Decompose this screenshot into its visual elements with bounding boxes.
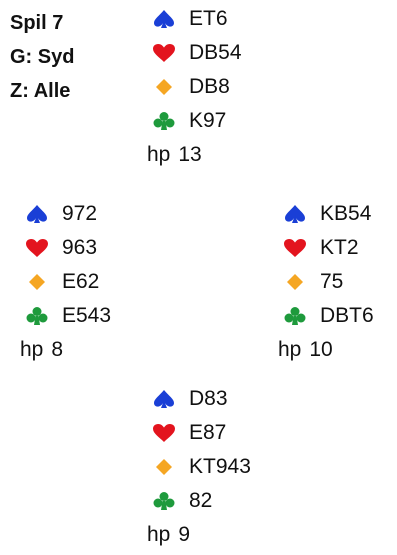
hand-south: D83 E87 KT943 82 hp 9 [147,382,251,552]
board-info: Spil 7 G: Syd Z: Alle [10,6,74,108]
south-spades: D83 [189,387,228,410]
south-hp: hp 9 [147,518,251,552]
west-clubs: E543 [62,304,112,327]
dealer: G: Syd [10,46,75,68]
west-spades: 972 [62,202,98,225]
north-spades-row: ET6 [151,2,242,36]
west-hp-value: 8 [51,338,64,361]
north-spades: ET6 [189,7,228,30]
east-hearts-row: KT2 [282,231,374,265]
hand-west: 972 963 E62 E543 hp 8 [20,197,111,367]
east-clubs: DBT6 [320,304,374,327]
club-icon [24,305,50,327]
north-hearts: DB54 [189,41,242,64]
north-diamonds-row: DB8 [151,70,242,104]
diamond-icon [282,271,308,293]
north-hp: hp 13 [147,138,242,172]
spade-icon [24,203,50,225]
east-spades: KB54 [320,202,372,225]
hp-label: hp [20,338,44,361]
south-hearts-row: E87 [151,416,251,450]
hand-north: ET6 DB54 DB8 K97 hp 13 [147,2,242,172]
club-icon [151,490,177,512]
hp-label: hp [278,338,302,361]
east-clubs-row: DBT6 [282,299,374,333]
west-hearts-row: 963 [24,231,111,265]
heart-icon [282,237,308,259]
south-clubs: 82 [189,489,213,512]
west-diamonds: E62 [62,270,100,293]
east-hp-value: 10 [309,338,333,361]
heart-icon [151,42,177,64]
north-clubs: K97 [189,109,227,132]
south-clubs-row: 82 [151,484,251,518]
east-diamonds-row: 75 [282,265,374,299]
south-diamonds-row: KT943 [151,450,251,484]
west-spades-row: 972 [24,197,111,231]
north-clubs-row: K97 [151,104,242,138]
hp-label: hp [147,523,171,546]
hand-east: KB54 KT2 75 DBT6 hp 10 [278,197,374,367]
club-icon [282,305,308,327]
diamond-icon [151,456,177,478]
south-spades-row: D83 [151,382,251,416]
diamond-icon [24,271,50,293]
heart-icon [24,237,50,259]
west-hp: hp 8 [20,333,111,367]
spade-icon [151,8,177,30]
hp-label: hp [147,143,171,166]
diamond-icon [151,76,177,98]
west-clubs-row: E543 [24,299,111,333]
board-number: Spil 7 [10,12,64,34]
spade-icon [151,388,177,410]
east-diamonds: 75 [320,270,344,293]
east-spades-row: KB54 [282,197,374,231]
west-hearts: 963 [62,236,98,259]
south-hp-value: 9 [178,523,191,546]
east-hp: hp 10 [278,333,374,367]
west-diamonds-row: E62 [24,265,111,299]
south-diamonds: KT943 [189,455,251,478]
spade-icon [282,203,308,225]
north-hearts-row: DB54 [151,36,242,70]
north-hp-value: 13 [178,143,202,166]
club-icon [151,110,177,132]
east-hearts: KT2 [320,236,359,259]
vulnerability: Z: Alle [10,80,71,102]
heart-icon [151,422,177,444]
north-diamonds: DB8 [189,75,230,98]
south-hearts: E87 [189,421,227,444]
